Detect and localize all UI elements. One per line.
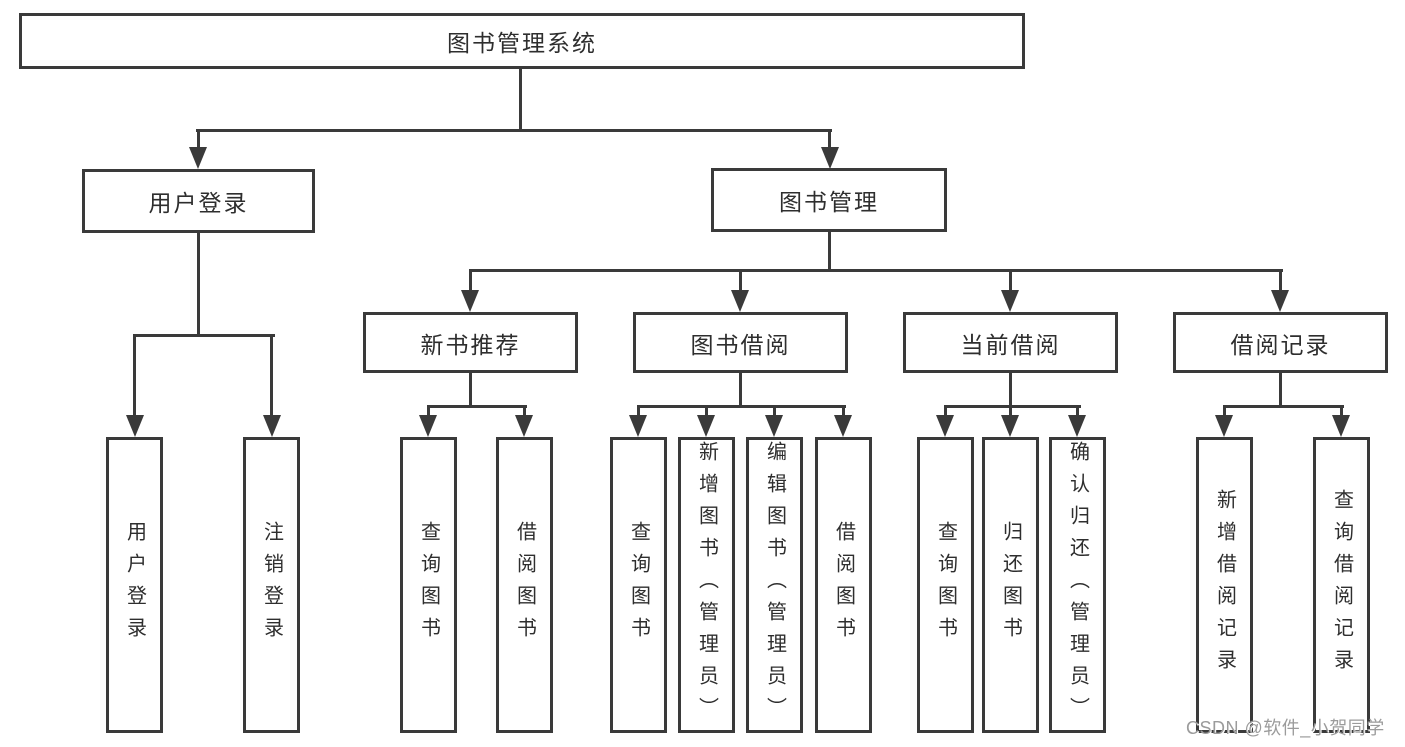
- arrow-down-icon: [515, 415, 533, 437]
- leaf-label: 注销登录: [260, 521, 283, 649]
- connector-line: [469, 373, 472, 407]
- arrow-down-icon: [834, 415, 852, 437]
- leaf-label: 查询图书: [417, 521, 440, 649]
- connector-line: [133, 336, 136, 415]
- connector-line: [1279, 271, 1282, 291]
- connector-line: [523, 407, 526, 417]
- leaf-label: 用户登录: [123, 521, 146, 649]
- watermark-text: CSDN @软件_小贺同学: [1186, 718, 1385, 738]
- connector-line: [1340, 407, 1343, 417]
- connector-line: [197, 131, 200, 149]
- connector-line: [427, 405, 527, 408]
- node-book-management: 图书管理: [711, 168, 947, 232]
- leaf-add-book-admin: 新增图书（管理员）: [678, 437, 735, 733]
- connector-line: [133, 334, 275, 337]
- leaf-query-books-borrow: 查询图书: [610, 437, 667, 733]
- leaf-label: 编辑图书（管理员）: [763, 441, 786, 729]
- connector-line: [1223, 407, 1226, 417]
- connector-line: [828, 131, 831, 149]
- arrow-down-icon: [697, 415, 715, 437]
- connector-line: [519, 69, 522, 131]
- arrow-down-icon: [821, 147, 839, 169]
- connector-line: [197, 233, 200, 336]
- leaf-confirm-return-admin: 确认归还（管理员）: [1049, 437, 1106, 733]
- leaf-label: 新增借阅记录: [1213, 489, 1236, 681]
- connector-line: [944, 405, 1081, 408]
- leaf-return-book: 归还图书: [982, 437, 1039, 733]
- leaf-borrow-books-recommend: 借阅图书: [496, 437, 553, 733]
- arrow-down-icon: [1068, 415, 1086, 437]
- arrow-down-icon: [126, 415, 144, 437]
- arrow-down-icon: [1001, 415, 1019, 437]
- connector-line: [828, 232, 831, 271]
- connector-line: [469, 271, 472, 291]
- leaf-label: 确认归还（管理员）: [1066, 441, 1089, 729]
- node-book-borrow: 图书借阅: [633, 312, 848, 373]
- leaf-query-borrow-record: 查询借阅记录: [1313, 437, 1370, 733]
- connector-line: [739, 271, 742, 291]
- connector-line: [1076, 407, 1079, 417]
- leaf-borrow-books: 借阅图书: [815, 437, 872, 733]
- connector-line: [196, 129, 832, 132]
- connector-line: [270, 336, 273, 415]
- connector-line: [739, 373, 742, 407]
- arrow-down-icon: [1001, 290, 1019, 312]
- leaf-query-books-current: 查询图书: [917, 437, 974, 733]
- leaf-user-login: 用户登录: [106, 437, 163, 733]
- leaf-label: 查询图书: [934, 521, 957, 649]
- node-current-borrow: 当前借阅: [903, 312, 1118, 373]
- connector-line: [427, 407, 430, 417]
- connector-line: [842, 407, 845, 417]
- leaf-label: 归还图书: [999, 521, 1022, 649]
- arrow-down-icon: [419, 415, 437, 437]
- arrow-down-icon: [936, 415, 954, 437]
- arrow-down-icon: [1271, 290, 1289, 312]
- leaf-label: 借阅图书: [513, 521, 536, 649]
- connector-line: [637, 405, 846, 408]
- connector-line: [1009, 373, 1012, 407]
- connector-line: [469, 269, 1283, 272]
- connector-line: [944, 407, 947, 417]
- arrow-down-icon: [263, 415, 281, 437]
- connector-line: [773, 407, 776, 417]
- arrow-down-icon: [1215, 415, 1233, 437]
- connector-line: [1223, 405, 1344, 408]
- arrow-down-icon: [1332, 415, 1350, 437]
- connector-line: [637, 407, 640, 417]
- connector-line: [705, 407, 708, 417]
- leaf-label: 新增图书（管理员）: [695, 441, 718, 729]
- node-borrow-records: 借阅记录: [1173, 312, 1388, 373]
- node-new-book-recommend: 新书推荐: [363, 312, 578, 373]
- leaf-add-borrow-record: 新增借阅记录: [1196, 437, 1253, 733]
- arrow-down-icon: [765, 415, 783, 437]
- connector-line: [1279, 373, 1282, 407]
- arrow-down-icon: [731, 290, 749, 312]
- leaf-query-books-recommend: 查询图书: [400, 437, 457, 733]
- leaf-logout: 注销登录: [243, 437, 300, 733]
- arrow-down-icon: [629, 415, 647, 437]
- leaf-label: 查询图书: [627, 521, 650, 649]
- node-library-system: 图书管理系统: [19, 13, 1025, 69]
- leaf-edit-book-admin: 编辑图书（管理员）: [746, 437, 803, 733]
- node-user-login: 用户登录: [82, 169, 315, 233]
- leaf-label: 借阅图书: [832, 521, 855, 649]
- arrow-down-icon: [461, 290, 479, 312]
- connector-line: [1009, 271, 1012, 291]
- arrow-down-icon: [189, 147, 207, 169]
- leaf-label: 查询借阅记录: [1330, 489, 1353, 681]
- connector-line: [1009, 407, 1012, 417]
